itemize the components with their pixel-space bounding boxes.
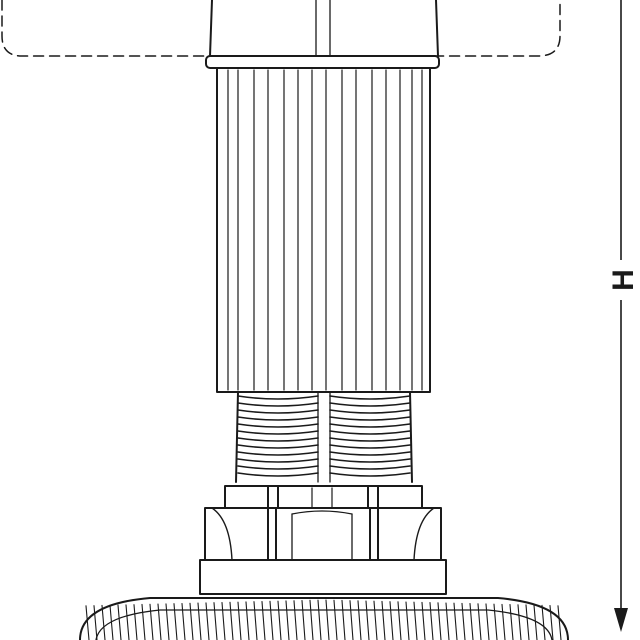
drawing-line <box>437 602 442 640</box>
drawing-line <box>461 602 466 640</box>
drawing-line <box>173 603 178 640</box>
drawing-line <box>189 602 194 640</box>
drawing-line <box>229 601 234 640</box>
drawing-line <box>269 600 274 640</box>
drawing-line <box>165 603 170 640</box>
height-dimension-label: H <box>606 260 640 300</box>
drawing-line <box>317 599 322 640</box>
height-dimension-line <box>614 0 628 632</box>
drawing-line <box>149 603 154 640</box>
drawing-line <box>533 604 538 640</box>
drawing-line <box>101 604 106 640</box>
drawing-line <box>389 601 394 640</box>
drawing-line <box>197 602 202 640</box>
drawing-line <box>277 600 282 640</box>
drawing-line <box>357 600 362 640</box>
foot-pad <box>79 597 569 640</box>
drawing-line <box>501 603 506 640</box>
drawing-line <box>469 603 474 640</box>
drawing-line <box>453 602 458 640</box>
drawing-line <box>205 602 210 640</box>
drawing-line <box>325 599 330 640</box>
drawing-line <box>301 599 306 640</box>
drawing-line <box>157 603 162 640</box>
drawing-line <box>133 604 138 640</box>
drawing-line <box>557 605 562 640</box>
drawing-line <box>493 603 498 640</box>
drawing-line <box>85 605 90 640</box>
drawing-line <box>109 604 114 640</box>
drawing-line <box>253 601 258 640</box>
drawing-line <box>141 603 146 640</box>
drawing-line <box>237 601 242 640</box>
drawing-line <box>349 600 354 640</box>
drawing-line <box>405 601 410 640</box>
top-socket <box>205 0 440 69</box>
drawing-line <box>373 600 378 640</box>
drawing-line <box>445 602 450 640</box>
drawing-line <box>365 600 370 640</box>
drawing-line <box>517 604 522 640</box>
drawing-line <box>381 600 386 640</box>
drawing-line <box>181 602 186 640</box>
drawing-line <box>341 599 346 640</box>
base-collar <box>199 507 447 595</box>
drawing-line <box>309 599 314 640</box>
drawing-line <box>429 602 434 640</box>
drawing-line <box>333 599 338 640</box>
cabinet-base-outline <box>1 0 561 57</box>
drawing-line <box>485 603 490 640</box>
adjustment-nut <box>224 485 423 509</box>
drawing-line <box>293 600 298 640</box>
drawing-line <box>397 601 402 640</box>
drawing-line <box>213 602 218 640</box>
threaded-spindle <box>235 391 413 483</box>
drawing-line <box>421 601 426 640</box>
drawing-line <box>509 604 514 640</box>
drawing-line <box>93 605 98 640</box>
drawing-line <box>117 604 122 640</box>
drawing-line <box>261 600 266 640</box>
drawing-line <box>285 600 290 640</box>
drawing-line <box>525 604 530 640</box>
drawing-line <box>477 603 482 640</box>
drawing-line <box>125 604 130 640</box>
drawing-line <box>221 601 226 640</box>
drawing-line <box>549 605 554 640</box>
drawing-line <box>541 604 546 640</box>
drawing-line <box>245 601 250 640</box>
ribbed-body <box>216 67 431 393</box>
drawing-line <box>413 601 418 640</box>
